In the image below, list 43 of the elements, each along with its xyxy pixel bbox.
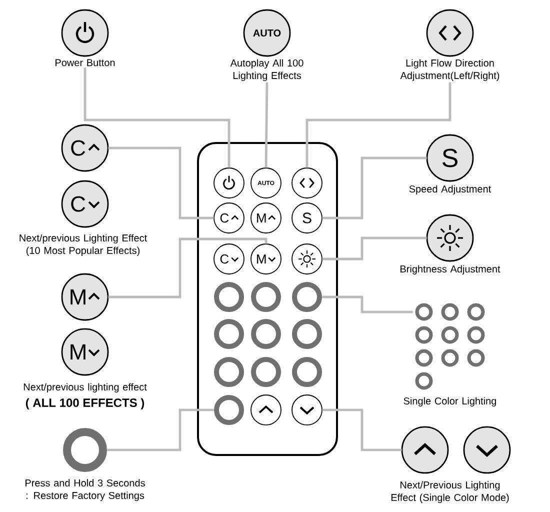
button-icon xyxy=(463,426,511,474)
remote-button xyxy=(292,168,322,198)
leader-line xyxy=(84,68,230,168)
remote-button xyxy=(292,282,322,312)
remote-button xyxy=(214,168,244,198)
leader-line xyxy=(108,146,214,220)
leader-line xyxy=(322,156,427,220)
node-label: Press and Hold 3 Seconds : Restore Factory Settings xyxy=(26,479,145,501)
caption: Next/Previous Lighting Effect (Single Color Mode) xyxy=(391,481,509,503)
remote-button xyxy=(251,319,281,349)
leader-line xyxy=(306,82,452,168)
remote-control xyxy=(197,142,338,456)
remote-button xyxy=(251,282,281,312)
leader-line xyxy=(107,408,214,452)
node-label: Autoplay All 100 Lighting Effects xyxy=(230,59,304,81)
leader-line xyxy=(108,238,268,298)
remote-button xyxy=(292,319,322,349)
node-label: Power Button xyxy=(56,59,115,66)
remote-button xyxy=(250,394,282,426)
leader-line xyxy=(322,408,402,452)
remote-button xyxy=(292,394,322,426)
node-label: Light Flow Direction Adjustment(Left/Right) xyxy=(400,59,500,81)
caption: Next/previous Lighting Effect (10 Most Popular Effects) xyxy=(20,234,148,256)
node-label: Speed Adjustment xyxy=(409,185,492,194)
node-label: Single Color Lighting xyxy=(404,397,496,406)
leader-line xyxy=(322,236,427,260)
node-label: Brightness Adjustment xyxy=(400,265,500,274)
remote-button xyxy=(214,356,244,387)
remote-button xyxy=(292,244,322,274)
caption: ( ALL 100 EFFECTS ) xyxy=(26,398,144,410)
remote-button xyxy=(292,356,322,387)
remote-button xyxy=(214,394,244,425)
button-icon xyxy=(401,426,449,474)
remote-button: C xyxy=(214,202,244,234)
leader-line xyxy=(322,296,413,314)
remote-button xyxy=(214,319,244,349)
leader-line xyxy=(264,82,268,168)
remote-button xyxy=(251,356,281,387)
remote-button: S xyxy=(292,202,322,234)
remote-button: C xyxy=(214,244,244,274)
remote-button: M xyxy=(250,244,282,274)
remote-button xyxy=(214,282,244,312)
remote-button: M xyxy=(250,202,282,234)
